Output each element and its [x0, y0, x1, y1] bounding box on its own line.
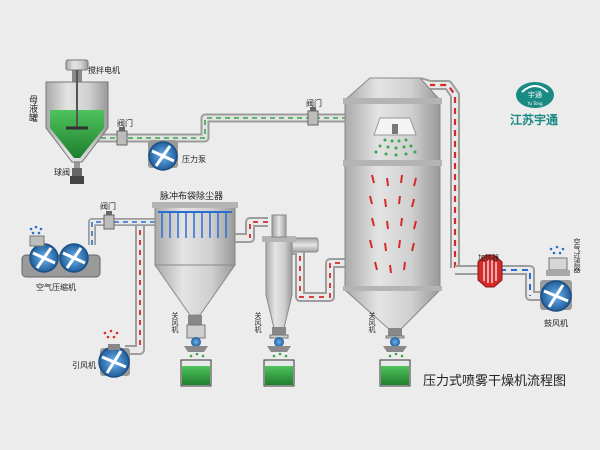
airlock-3 — [383, 335, 407, 352]
label-pulse-bag-filter: 脉冲布袋除尘器 — [160, 190, 223, 202]
label-induced-fan: 引风机 — [72, 360, 96, 370]
cyclone-separator — [262, 214, 296, 335]
collector-bin-3 — [379, 352, 411, 387]
airlock-2 — [267, 334, 291, 352]
pulse-bag-filter — [152, 202, 238, 325]
label-stirring-motor: 搅拌电机 — [88, 65, 120, 75]
label-mother-liquor-tank: 母液罐 — [27, 95, 38, 123]
logo-mark-text: 宇通 — [528, 90, 542, 99]
spray-drying-tower — [343, 77, 442, 336]
pipe-network — [74, 77, 545, 355]
air-filter — [546, 245, 570, 276]
brand-name: 江苏宇通 — [510, 112, 558, 127]
label-pressure-pump: 压力泵 — [182, 154, 206, 164]
fresh-air-icon — [549, 245, 565, 255]
label-ball-valve: 球阀 — [54, 167, 70, 177]
valve-3-icon — [103, 211, 115, 230]
airlock-1 — [184, 324, 208, 352]
collector-bin-2 — [263, 352, 295, 387]
hot-air-streaks — [369, 174, 417, 274]
label-airlock-2: 关风机 — [254, 311, 262, 334]
label-airlock-1: 关风机 — [171, 311, 179, 334]
valve-2-icon — [307, 107, 319, 126]
pressure-pump — [148, 140, 178, 171]
exhaust-air-icon — [103, 329, 119, 339]
air-compressor — [21, 225, 101, 278]
label-heater: 加热器 — [478, 253, 499, 262]
label-air-compressor: 空气压缩机 — [36, 282, 76, 292]
intake-air-icon — [29, 225, 43, 235]
label-airlock-3: 关风机 — [368, 311, 376, 334]
spray-droplets — [374, 138, 417, 157]
label-valve-1: 阀门 — [117, 118, 133, 128]
induced-fan — [98, 329, 130, 378]
brand-logo: 宇通 Yu Tong — [516, 82, 554, 108]
collector-bin-1 — [180, 352, 212, 387]
mother-liquor-tank — [45, 59, 109, 184]
label-air-filter: 空气过滤器 — [573, 237, 581, 274]
label-blower: 鼓风机 — [544, 318, 568, 328]
diagram-title: 压力式喷雾干燥机流程图 — [423, 374, 566, 389]
labels: 搅拌电机 母液罐 球阀 阀门 压力泵 阀门 阀门 空气压缩机 脉冲布袋除尘器 引… — [27, 65, 581, 389]
label-valve-2: 阀门 — [306, 98, 322, 108]
blower — [540, 280, 572, 312]
valve-1-icon — [116, 127, 128, 146]
logo-mark-sub: Yu Tong — [526, 101, 543, 106]
label-valve-3: 阀门 — [100, 201, 116, 211]
heater — [477, 254, 503, 288]
